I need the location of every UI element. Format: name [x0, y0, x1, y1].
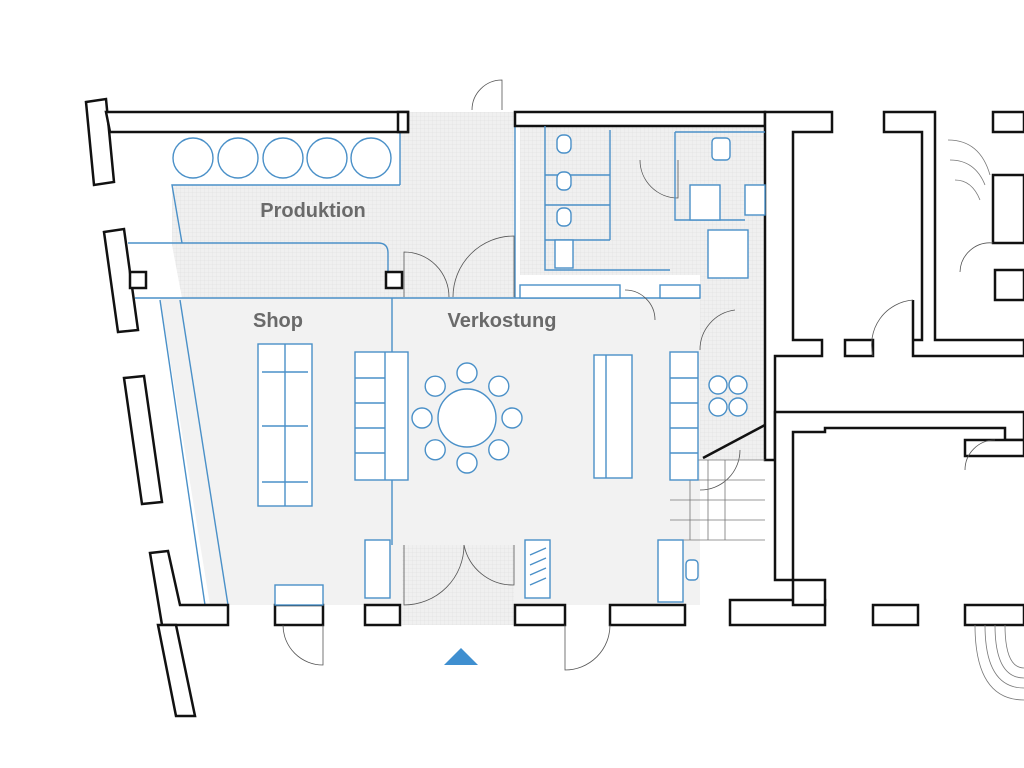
entrance-mat: [402, 545, 514, 625]
wine-rack: [524, 539, 551, 599]
chair: [456, 362, 478, 384]
stair-chairs: [708, 375, 748, 417]
walls: [84, 97, 1024, 718]
shop-display-table: [257, 343, 313, 507]
toilets: [519, 126, 766, 299]
chair: [424, 375, 446, 397]
chair: [424, 439, 446, 461]
cabinet: [364, 539, 391, 599]
chair: [488, 375, 510, 397]
chair: [411, 407, 433, 429]
desk: [657, 539, 684, 603]
production-floor: [172, 112, 515, 298]
chair: [501, 407, 523, 429]
shop-shelf: [274, 584, 324, 606]
left-sofa: [354, 351, 409, 481]
room-label-production: Produktion: [260, 200, 366, 222]
production-tanks: [172, 137, 392, 179]
tasting-bench: [593, 354, 633, 479]
round-table-with-chairs: [411, 362, 523, 474]
triangle-up-icon: [444, 648, 478, 665]
right-sofa: [669, 351, 699, 481]
doors: [282, 79, 996, 671]
desk-chair: [685, 559, 699, 581]
room-label-tasting: Verkostung: [447, 310, 557, 332]
staircase: [670, 139, 1024, 701]
chair: [488, 439, 510, 461]
room-label-shop: Shop: [253, 310, 303, 332]
chair: [456, 452, 478, 474]
